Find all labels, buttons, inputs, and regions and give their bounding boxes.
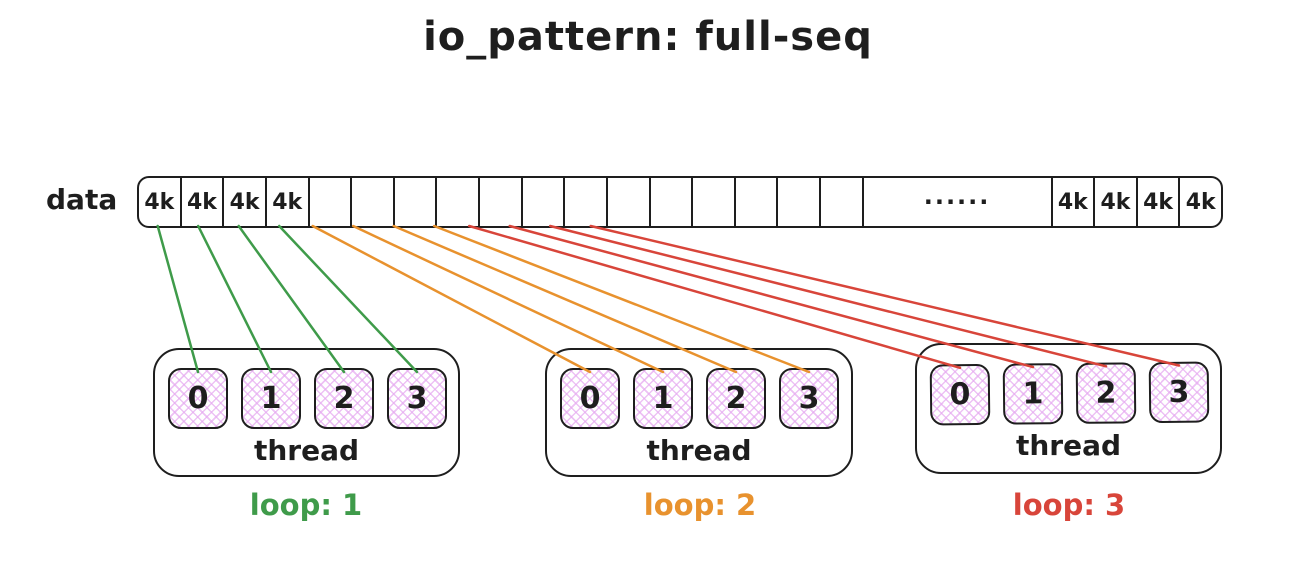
thread-label: thread	[646, 434, 752, 467]
thread-slot-2: 2	[706, 368, 766, 429]
loop-label-1: loop: 1	[249, 488, 363, 522]
data-bar-label: data	[46, 183, 118, 216]
slot-number: 3	[798, 381, 820, 416]
thread-slot-3: 3	[779, 368, 839, 429]
data-cell-empty	[736, 178, 779, 226]
slot-number: 2	[725, 381, 747, 416]
thread-slot-1: 1	[633, 368, 693, 429]
data-cell-empty	[480, 178, 523, 226]
data-cell-4k: 4k	[224, 178, 267, 226]
slot-number: 1	[260, 381, 282, 416]
thread-slot-3: 3	[387, 368, 447, 429]
data-cell-4k: 4k	[182, 178, 225, 226]
thread-label: thread	[253, 434, 360, 467]
loop-label-3: loop: 3	[1012, 488, 1126, 522]
data-cell-4k: 4k	[267, 178, 310, 226]
slot-number: 0	[187, 381, 209, 416]
data-cell-empty	[821, 178, 864, 226]
cell-label: 4k	[1185, 189, 1216, 215]
thread-group-3: 0 1 2 3 thread	[915, 343, 1222, 474]
cell-label: 4k	[1143, 189, 1174, 215]
diagram-title: io_pattern: full-seq	[423, 14, 873, 60]
cell-label: ......	[923, 182, 991, 210]
slot-row: 0 1 2 3	[560, 368, 839, 429]
data-cell-empty	[352, 178, 395, 226]
slot-number: 3	[1168, 374, 1190, 410]
data-cell-empty	[437, 178, 480, 226]
thread-slot-2: 2	[314, 368, 374, 429]
cell-label: 4k	[186, 189, 217, 215]
thread-slot-1: 1	[241, 368, 301, 429]
data-cell-empty	[565, 178, 608, 226]
cell-label: 4k	[272, 189, 303, 215]
thread-group-2: 0 1 2 3 thread	[545, 348, 853, 477]
slot-number: 2	[1095, 375, 1117, 411]
data-cell-empty	[608, 178, 651, 226]
thread-slot-0: 0	[168, 368, 228, 429]
data-cell-empty	[395, 178, 438, 226]
data-cell-4k: 4k	[1053, 178, 1096, 226]
data-cell-4k: 4k	[1180, 178, 1221, 226]
data-cell-empty	[778, 178, 821, 226]
slot-row: 0 1 2 3	[168, 368, 447, 429]
data-cell-4k: 4k	[1095, 178, 1138, 226]
slot-number: 3	[406, 381, 428, 416]
slot-number: 1	[1022, 376, 1044, 412]
thread-slot-1: 1	[1002, 363, 1064, 425]
thread-slot-0: 0	[929, 363, 991, 426]
cell-label: 4k	[1057, 189, 1088, 215]
cell-label: 4k	[229, 189, 260, 215]
slot-row: 0 1 2 3	[929, 361, 1210, 426]
data-cell-4k: 4k	[1138, 178, 1181, 226]
data-bar: 4k 4k 4k 4k...... 4k 4k 4k 4k	[137, 176, 1223, 228]
thread-slot-3: 3	[1148, 361, 1210, 424]
thread-label: thread	[1015, 429, 1122, 462]
cell-label: 4k	[1100, 189, 1131, 215]
thread-group-1: 0 1 2 3 thread	[153, 348, 460, 477]
thread-slot-2: 2	[1075, 362, 1137, 424]
slot-number: 1	[652, 381, 674, 416]
thread-slot-0: 0	[560, 368, 620, 429]
loop-3-line	[467, 224, 962, 370]
data-cell-4k: 4k	[139, 178, 182, 226]
cell-label: 4k	[144, 189, 175, 215]
data-cell-empty	[651, 178, 694, 226]
slot-number: 0	[579, 381, 601, 416]
data-cell-ellipsis: ......	[864, 178, 1053, 226]
slot-number: 2	[333, 381, 355, 416]
data-cell-empty	[523, 178, 566, 226]
slot-number: 0	[949, 377, 971, 413]
loop-label-2: loop: 2	[643, 488, 757, 522]
data-cell-empty	[310, 178, 353, 226]
data-cell-empty	[693, 178, 736, 226]
